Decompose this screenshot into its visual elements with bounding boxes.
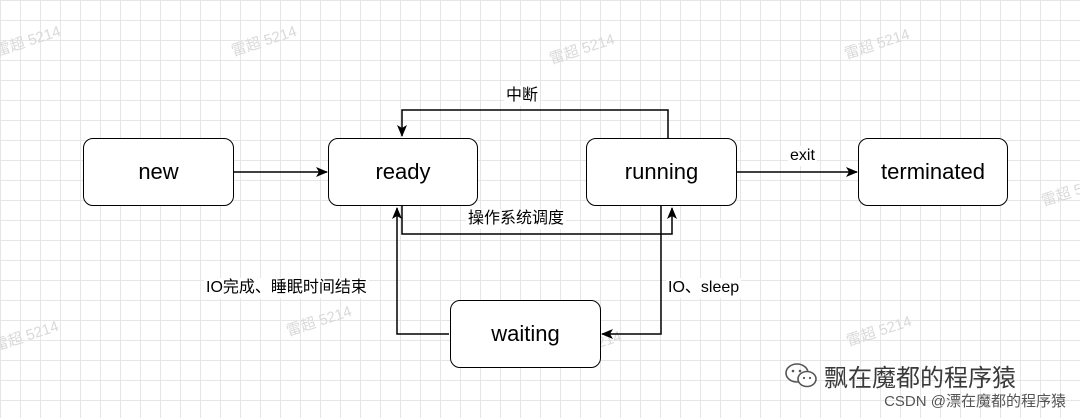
label-schedule: 操作系统调度 [466,209,567,229]
node-ready: ready [328,138,478,206]
edge-running-to-waiting [601,206,662,339]
edge-waiting-to-ready [392,207,449,335]
label-exit: exit [788,146,817,166]
edge-ready-to-running-schedule [401,206,677,235]
label-interrupt: 中断 [504,86,541,106]
account-banner: 飘在魔都的程序猿 [785,358,1016,393]
account-name: 飘在魔都的程序猿 [824,365,1016,392]
node-running: running [586,138,737,206]
label-io-done: IO完成、睡眠时间结束 [204,278,369,298]
node-terminated: terminated [858,138,1008,206]
wechat-icon [784,362,818,390]
csdn-credit: CSDN @漂在魔都的程序猿 [884,393,1066,410]
node-waiting: waiting [450,300,601,368]
label-io-sleep: IO、sleep [666,278,742,298]
edge-running-to-ready-interrupt [397,109,669,138]
node-new: new [83,138,234,206]
